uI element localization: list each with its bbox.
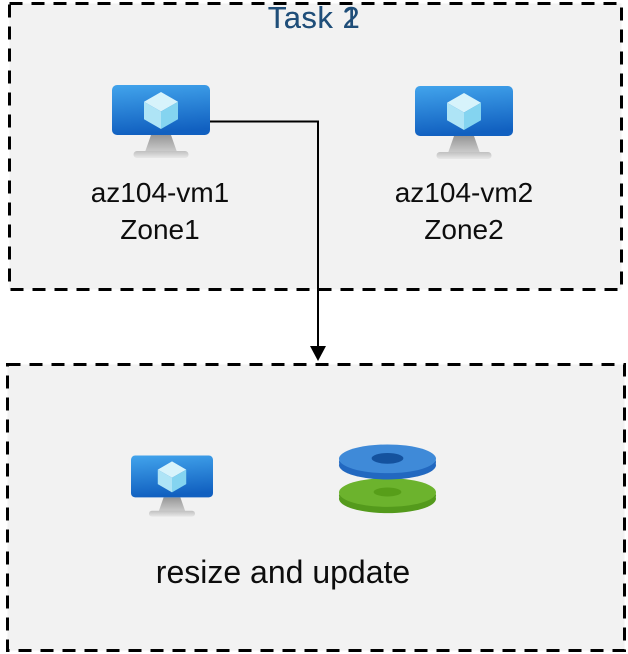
vm2-name: az104-vm2 bbox=[394, 177, 534, 208]
task2-caption: resize and update bbox=[155, 554, 411, 590]
vm1-name: az104-vm1 bbox=[90, 177, 230, 208]
task1-box bbox=[8, 2, 623, 291]
vm1-zone: Zone1 bbox=[120, 214, 200, 245]
virtual-machine-icon bbox=[112, 85, 210, 159]
task2-title: Task 2 bbox=[267, 0, 361, 35]
task2-box bbox=[6, 363, 626, 652]
task1-title: Task 1 bbox=[267, 0, 361, 35]
virtual-machine-icon bbox=[131, 450, 213, 523]
flow-arrow bbox=[210, 120, 326, 361]
virtual-machine-icon bbox=[415, 86, 513, 160]
vm1-label: az104-vm1 Zone1 bbox=[60, 174, 260, 248]
vm2-label: az104-vm2 Zone2 bbox=[364, 174, 564, 248]
managed-disks-icon bbox=[338, 444, 437, 514]
vm2-zone: Zone2 bbox=[424, 214, 504, 245]
